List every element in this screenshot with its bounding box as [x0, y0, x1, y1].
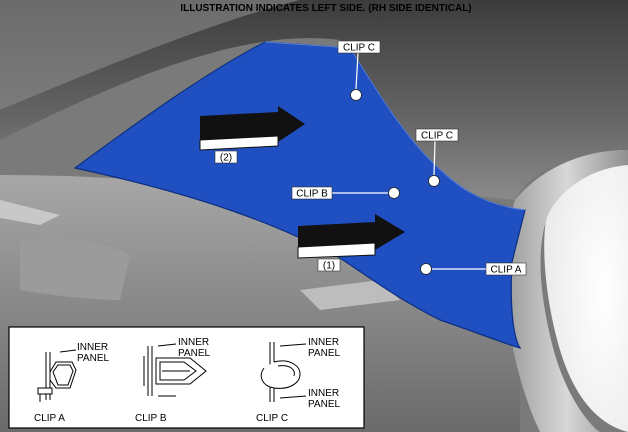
arrow-2: [199, 106, 305, 151]
trim-bracket: [300, 280, 400, 310]
callout-clip-b-label: CLIP B: [296, 189, 328, 200]
headliner: [0, 0, 628, 200]
callout-arrow-1-label: (1): [323, 261, 335, 272]
clip-c-drawing: [260, 342, 307, 402]
callout-clip-a-label: CLIP A: [491, 265, 522, 276]
clip-c-marker-right: [428, 175, 440, 187]
clip-b-name: CLIP B: [135, 413, 167, 424]
arrow-1: [297, 214, 405, 259]
callout-arrow-2: (2): [214, 150, 238, 164]
callout-clip-c-right: CLIP C: [415, 128, 459, 142]
side-vent: [20, 238, 130, 300]
speaker-grille: [0, 200, 60, 225]
clip-b-marker: [388, 187, 400, 199]
callout-clip-a: CLIP A: [485, 262, 527, 276]
callout-arrow-1: (1): [317, 258, 341, 272]
clip-c-upper-panel-line2: PANEL: [308, 348, 340, 359]
clip-b-drawing: [143, 343, 207, 397]
clip-a-drawing: [37, 349, 77, 402]
clip-a-name: CLIP A: [34, 413, 65, 424]
clip-c-name: CLIP C: [256, 413, 288, 424]
clip-c-marker-top: [350, 89, 362, 101]
roof-highlight: [0, 0, 300, 110]
clip-b-panel-line1: INNER: [178, 337, 209, 348]
rear-window: [544, 150, 628, 432]
callout-clip-c-right-label: CLIP C: [421, 131, 453, 142]
callout-clip-c-top-label: CLIP C: [343, 43, 375, 54]
diagram-title: ILLUSTRATION INDICATES LEFT SIDE. (RH SI…: [180, 3, 471, 14]
clip-a-marker: [420, 263, 432, 275]
clip-c-upper-panel-line1: INNER: [308, 337, 339, 348]
clip-b-panel-line2: PANEL: [178, 348, 210, 359]
clip-detail-inset: INNER PANEL CLIP A INNER PANEL CLIP B IN…: [8, 326, 365, 429]
callout-clip-b: CLIP B: [291, 186, 333, 200]
panel-edge-highlight: [264, 41, 526, 211]
c-pillar: [505, 150, 628, 432]
leader-clip-c-right: [433, 140, 436, 176]
clip-c-lower-panel-line1: INNER: [308, 388, 339, 399]
clip-c-lower-panel-line2: PANEL: [308, 399, 340, 410]
callout-arrow-2-label: (2): [220, 153, 232, 164]
callout-clip-c-top: CLIP C: [337, 40, 381, 54]
clip-a-panel-line1: INNER: [77, 342, 108, 353]
leader-clip-c-top: [355, 52, 359, 90]
clip-a-panel-line2: PANEL: [77, 353, 109, 364]
